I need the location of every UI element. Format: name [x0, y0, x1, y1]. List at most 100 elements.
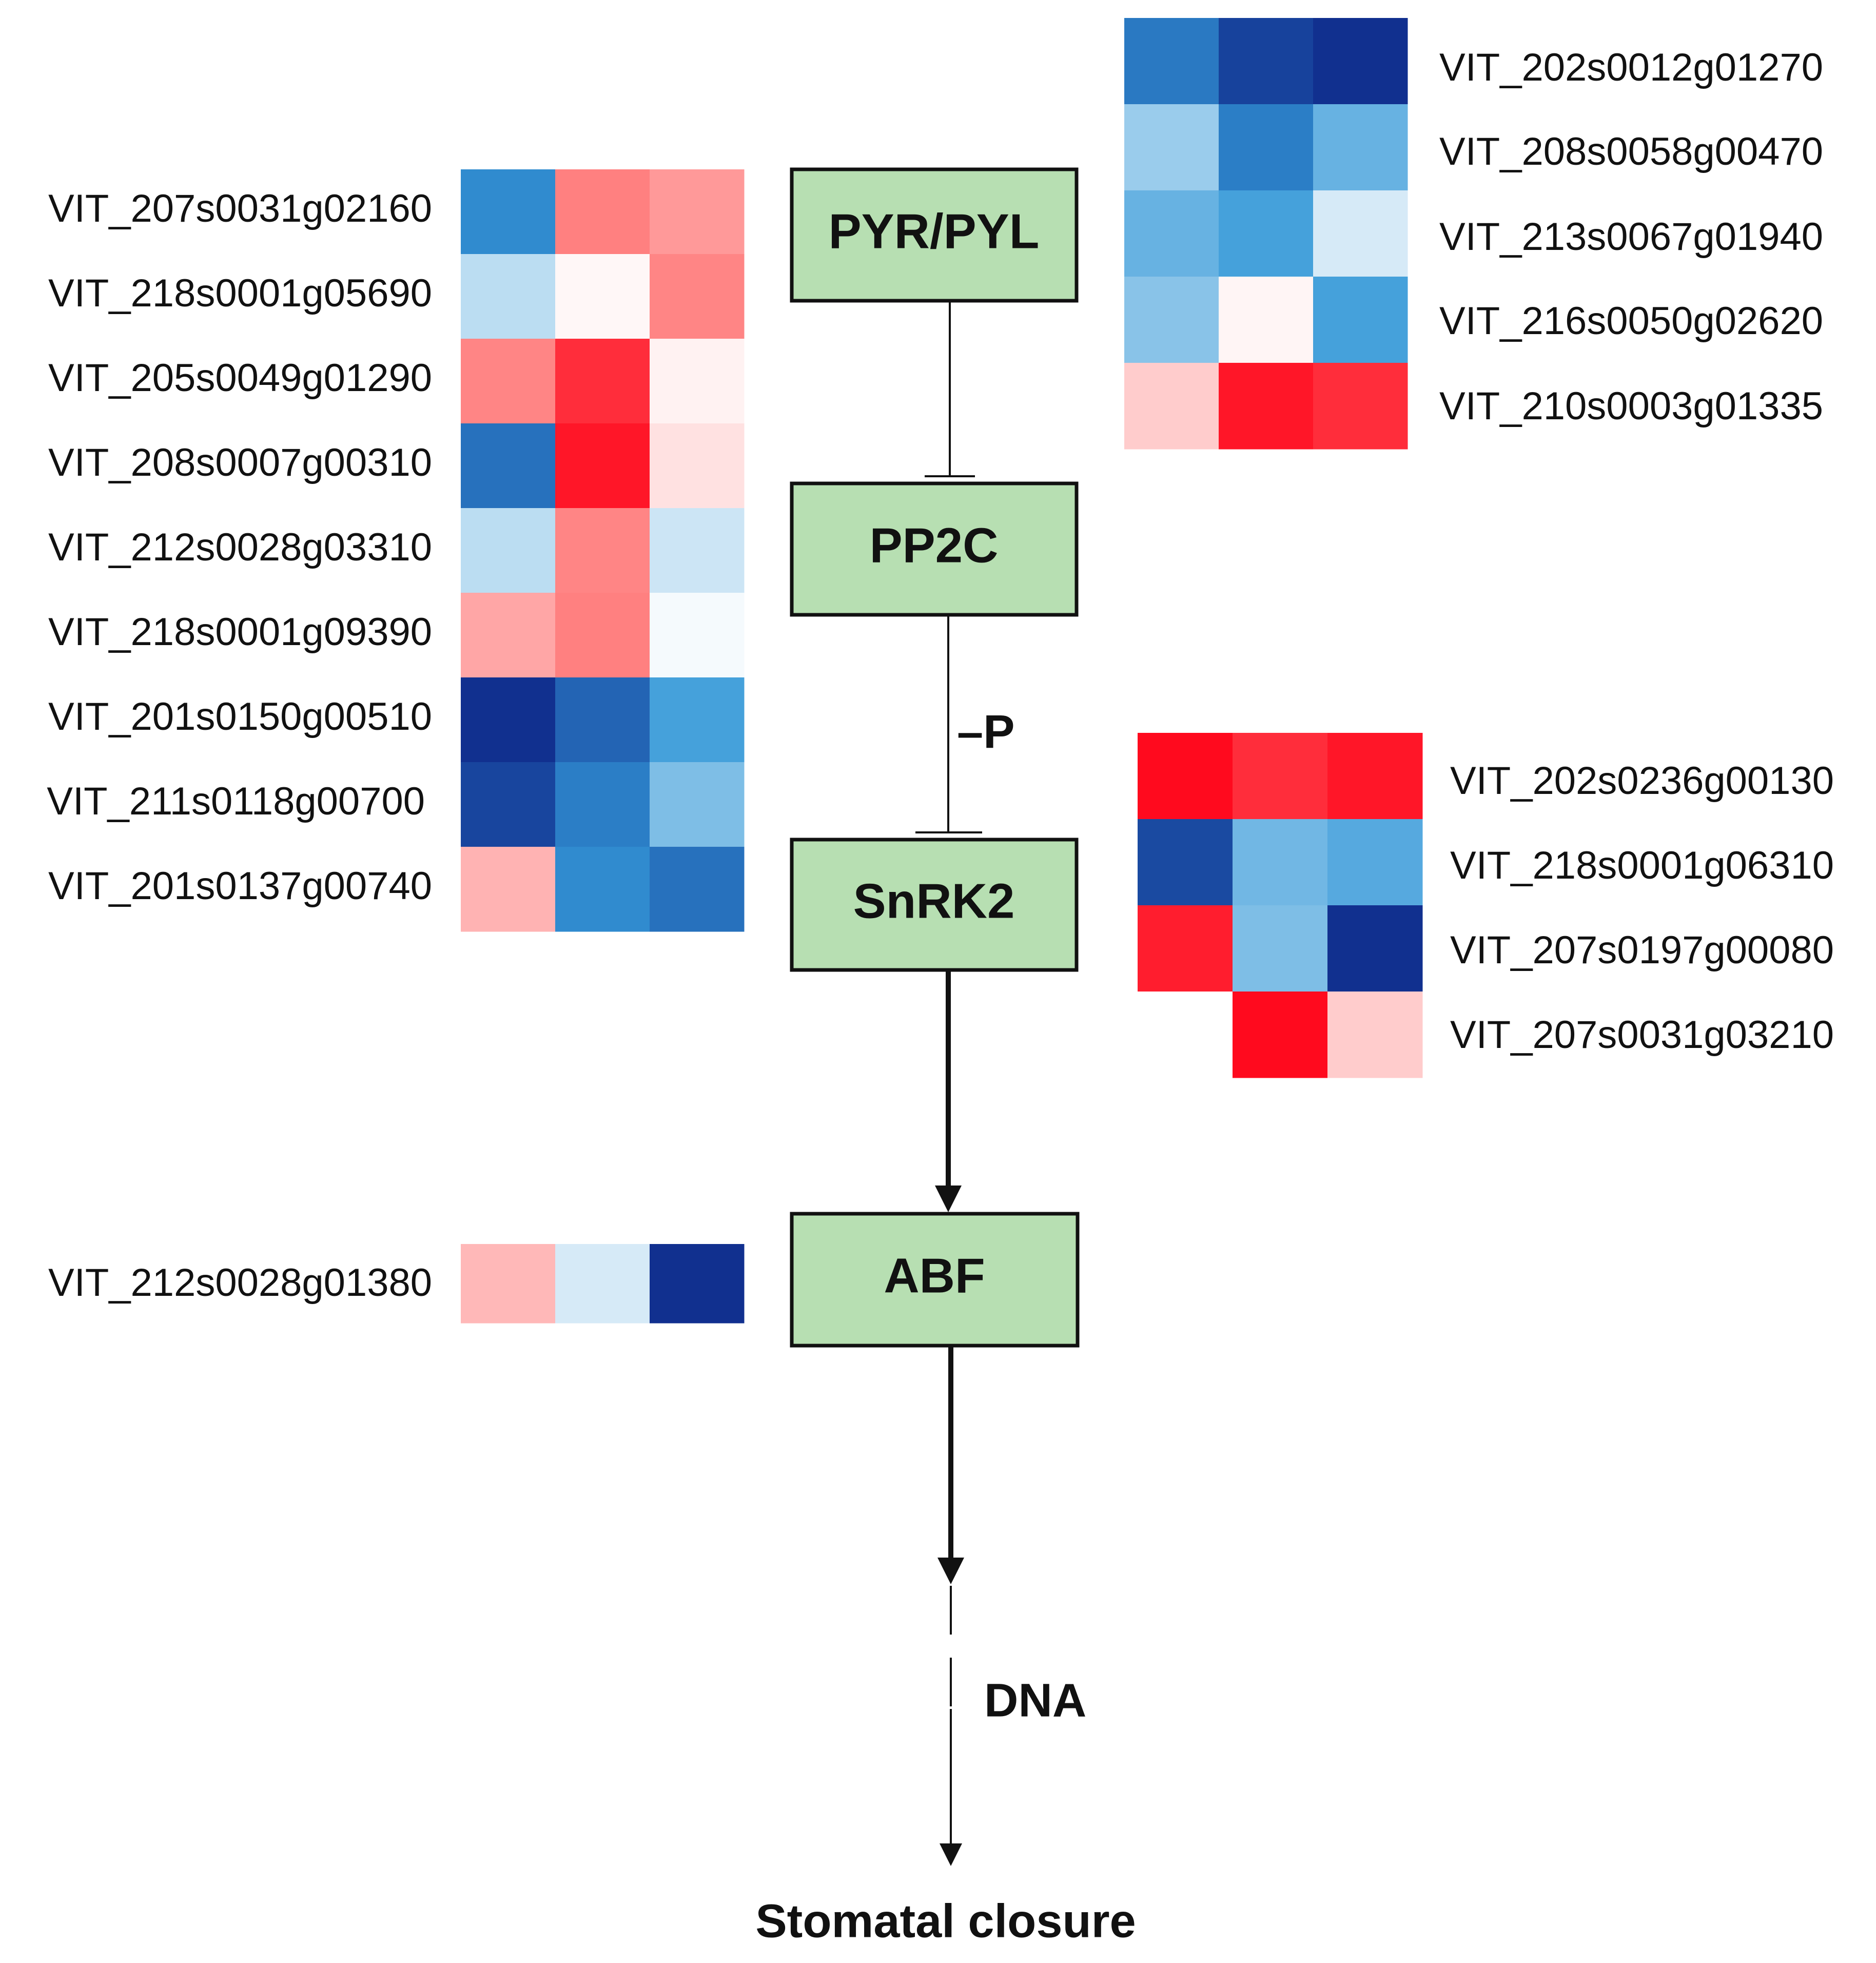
- heatmap-cell: [1233, 733, 1328, 820]
- heatmap-cell: [461, 677, 556, 763]
- gene-label: VIT_216s0050g02620: [1439, 299, 1823, 343]
- gene-label: VIT_202s0236g00130: [1450, 759, 1834, 803]
- node-box: [790, 481, 1079, 617]
- heatmap-cell: [1327, 819, 1423, 906]
- heatmap-cell: [1138, 733, 1233, 820]
- heatmap-pyr-pyl: VIT_207s0031g02160 VIT_218s0001g05690 VI…: [47, 169, 745, 932]
- heatmap-cell: [1327, 992, 1423, 1078]
- gene-label: VIT_218s0001g06310: [1450, 844, 1834, 887]
- heatmap-cell: [1219, 104, 1314, 191]
- gene-label: VIT_212s0028g01380: [48, 1261, 432, 1305]
- heatmap-cell: [1138, 819, 1233, 906]
- node-box: [790, 1212, 1080, 1348]
- heatmap-cell: [461, 762, 556, 847]
- phosphorylation-label: –P: [957, 706, 1015, 758]
- gene-label: VIT_207s0031g03210: [1450, 1013, 1834, 1057]
- gene-label: VIT_213s0067g01940: [1439, 215, 1823, 259]
- heatmap-cell: [555, 593, 650, 678]
- arrowhead-snrk2-abf: [935, 1185, 962, 1212]
- heatmap-cell: [1219, 277, 1314, 363]
- heatmap-cell: [1138, 905, 1233, 992]
- heatmap-cell: [1313, 277, 1408, 363]
- heatmap-cell: [555, 1244, 650, 1324]
- heatmap-cell: [1124, 104, 1219, 191]
- gene-label: VIT_205s0049g01290: [48, 356, 432, 400]
- heatmap-cell: [555, 254, 650, 339]
- arrowhead-abf-dna: [937, 1558, 964, 1584]
- heatmap-cell: [650, 254, 745, 339]
- node-box: [790, 167, 1079, 303]
- gene-label: VIT_208s0058g00470: [1439, 130, 1823, 173]
- gene-label: VIT_218s0001g09390: [48, 610, 432, 654]
- heatmap-cell: [650, 762, 745, 847]
- stomatal-closure-label: Stomatal closure: [755, 1895, 1136, 1947]
- heatmap-cell: [461, 1244, 556, 1324]
- heatmap-pp2c: VIT_202s0012g01270 VIT_208s0058g00470 VI…: [1124, 18, 1823, 450]
- node-pyr-pyl: PYR/PYL: [790, 167, 1079, 303]
- heatmap-cell: [1233, 819, 1328, 906]
- heatmap-gene-labels: VIT_207s0031g02160 VIT_218s0001g05690 VI…: [47, 187, 432, 908]
- heatmap-cell: [650, 593, 745, 678]
- heatmap-snrk2: VIT_202s0236g00130 VIT_218s0001g06310 VI…: [1138, 733, 1834, 1078]
- node-label: SnRK2: [853, 873, 1015, 928]
- heatmap-cell: [650, 339, 745, 424]
- heatmap-cell: [555, 762, 650, 847]
- heatmap-cell: [461, 508, 556, 593]
- node-label: ABF: [884, 1248, 985, 1303]
- heatmap-cell: [555, 169, 650, 255]
- heatmap-gene-labels: VIT_212s0028g01380: [48, 1261, 432, 1305]
- heatmap-cells: [1124, 18, 1408, 450]
- heatmap-cells: [461, 169, 745, 932]
- node-box: [790, 838, 1079, 972]
- heatmap-cell: [555, 847, 650, 932]
- gene-label: VIT_208s0007g00310: [48, 441, 432, 484]
- dna-label: DNA: [984, 1674, 1086, 1726]
- heatmap-cell: [1124, 190, 1219, 277]
- gene-label: VIT_201s0137g00740: [48, 864, 432, 908]
- heatmap-cell: [650, 677, 745, 763]
- pathway-connectors: [915, 301, 982, 1866]
- heatmap-cell: [1233, 905, 1328, 992]
- heatmap-cell: [1219, 190, 1314, 277]
- heatmap-cell: [555, 423, 650, 509]
- heatmap-gene-labels: VIT_202s0012g01270 VIT_208s0058g00470 VI…: [1439, 46, 1823, 428]
- heatmap-cell: [1219, 363, 1314, 450]
- heatmap-cell: [1138, 992, 1233, 1078]
- heatmap-cell: [1219, 18, 1314, 105]
- gene-label: VIT_207s0197g00080: [1450, 928, 1834, 972]
- heatmap-cell: [461, 593, 556, 678]
- heatmap-cell: [1327, 733, 1423, 820]
- heatmap-cells: [1138, 733, 1423, 1078]
- heatmap-cell: [650, 847, 745, 932]
- heatmap-cell: [1124, 18, 1219, 105]
- gene-label: VIT_202s0012g01270: [1439, 46, 1823, 89]
- heatmap-cell: [461, 423, 556, 509]
- heatmap-cell: [1327, 905, 1423, 992]
- heatmap-cell: [650, 423, 745, 509]
- heatmap-cell: [555, 677, 650, 763]
- heatmap-gene-labels: VIT_202s0236g00130 VIT_218s0001g06310 VI…: [1450, 759, 1834, 1057]
- node-snrk2: SnRK2: [790, 838, 1079, 972]
- heatmap-cell: [461, 339, 556, 424]
- heatmap-cell: [1313, 18, 1408, 105]
- node-abf: ABF: [790, 1212, 1080, 1348]
- gene-label: VIT_201s0150g00510: [48, 695, 432, 738]
- heatmap-abf: VIT_212s0028g01380: [48, 1244, 745, 1324]
- heatmap-cell: [650, 508, 745, 593]
- heatmap-cell: [461, 169, 556, 255]
- heatmap-cell: [461, 847, 556, 932]
- gene-label: VIT_211s0118g00700: [47, 780, 425, 823]
- heatmap-cells: [461, 1244, 745, 1324]
- node-label: PYR/PYL: [829, 204, 1040, 259]
- gene-label: VIT_207s0031g02160: [48, 187, 432, 230]
- heatmap-cell: [1313, 363, 1408, 450]
- gene-label: VIT_218s0001g05690: [48, 271, 432, 315]
- gene-label: VIT_212s0028g03310: [48, 526, 432, 569]
- heatmap-cell: [1233, 992, 1328, 1078]
- gene-label: VIT_210s0003g01335: [1439, 384, 1823, 428]
- heatmap-cell: [1313, 104, 1408, 191]
- heatmap-cell: [555, 508, 650, 593]
- heatmap-cell: [1124, 363, 1219, 450]
- heatmap-cell: [650, 1244, 745, 1324]
